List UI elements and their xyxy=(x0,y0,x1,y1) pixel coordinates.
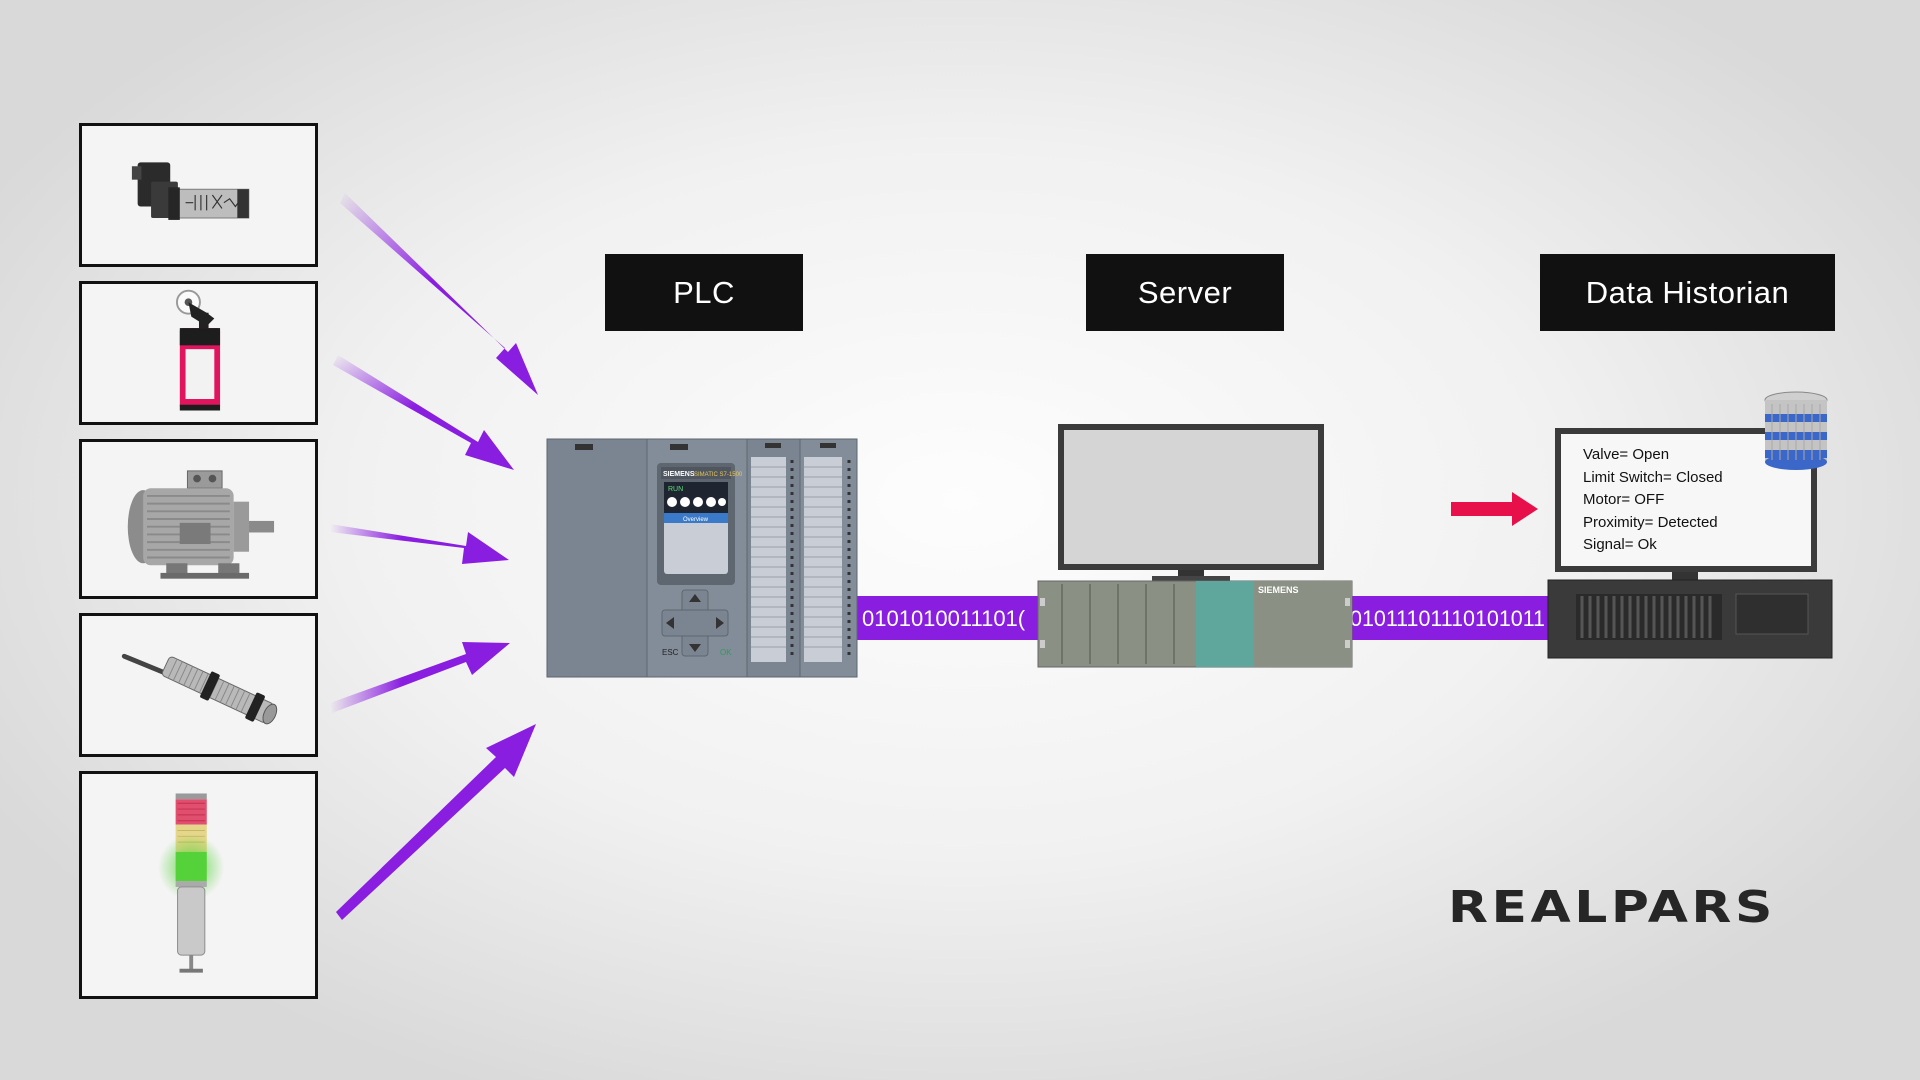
device-box-proximity-sensor xyxy=(79,613,318,757)
plc-ok-key: OK xyxy=(720,648,732,657)
solenoid-valve-icon xyxy=(131,162,250,220)
plc-label: PLC xyxy=(605,254,803,331)
plc-run-status: RUN xyxy=(668,486,683,493)
server-brand-text: SIEMENS xyxy=(1258,585,1299,595)
historian-label: Data Historian xyxy=(1540,254,1835,331)
realpars-logo: REALPARS xyxy=(1448,882,1776,933)
data-band-server-historian xyxy=(1350,596,1550,640)
arrow-limit-switch-to-plc xyxy=(333,355,514,470)
plc-model-text: SIMATIC S7-1500 xyxy=(694,472,743,478)
arrow-signal-tower-to-plc xyxy=(336,724,536,920)
plc-brand-text: SIEMENS xyxy=(663,471,695,478)
historian-device xyxy=(1547,391,1833,659)
device-box-solenoid-valve xyxy=(79,123,318,267)
server-device: SIEMENS xyxy=(1037,424,1353,668)
historian-value-valve: Valve= Open xyxy=(1583,446,1670,463)
plc-nav-pad xyxy=(661,589,729,657)
data-stream-plc-server: 0101010011101( xyxy=(862,606,1026,631)
historian-value-motor: Motor= OFF xyxy=(1583,491,1665,508)
arrow-solenoid-to-plc xyxy=(340,193,538,395)
arrow-proximity-to-plc xyxy=(330,642,510,713)
device-box-limit-switch xyxy=(79,281,318,425)
plc-device: SIEMENS SIMATIC S7-1500 RUN Overview ESC… xyxy=(546,438,858,678)
historian-value-limit-switch: Limit Switch= Closed xyxy=(1583,468,1723,486)
proximity-sensor-icon xyxy=(121,653,278,725)
database-icon xyxy=(1764,391,1828,470)
limit-switch-icon xyxy=(175,289,221,411)
arrow-motor-to-plc xyxy=(330,524,509,564)
historian-value-signal: Signal= Ok xyxy=(1583,536,1657,553)
plc-esc-key: ESC xyxy=(662,648,679,657)
historian-input-arrow xyxy=(1451,492,1538,526)
historian-values-list: Valve= Open Limit Switch= Closed Motor= … xyxy=(1583,444,1813,557)
historian-value-proximity: Proximity= Detected xyxy=(1583,513,1718,531)
server-label: Server xyxy=(1086,254,1284,331)
data-stream-server-historian: 01011101110101011 xyxy=(1350,606,1545,631)
data-band-plc-server xyxy=(855,596,1040,640)
electric-motor-icon xyxy=(127,470,275,579)
signal-tower-icon xyxy=(158,793,225,973)
plc-screen-title: Overview xyxy=(683,517,709,523)
device-box-motor xyxy=(79,439,318,599)
device-box-signal-tower xyxy=(79,771,318,999)
